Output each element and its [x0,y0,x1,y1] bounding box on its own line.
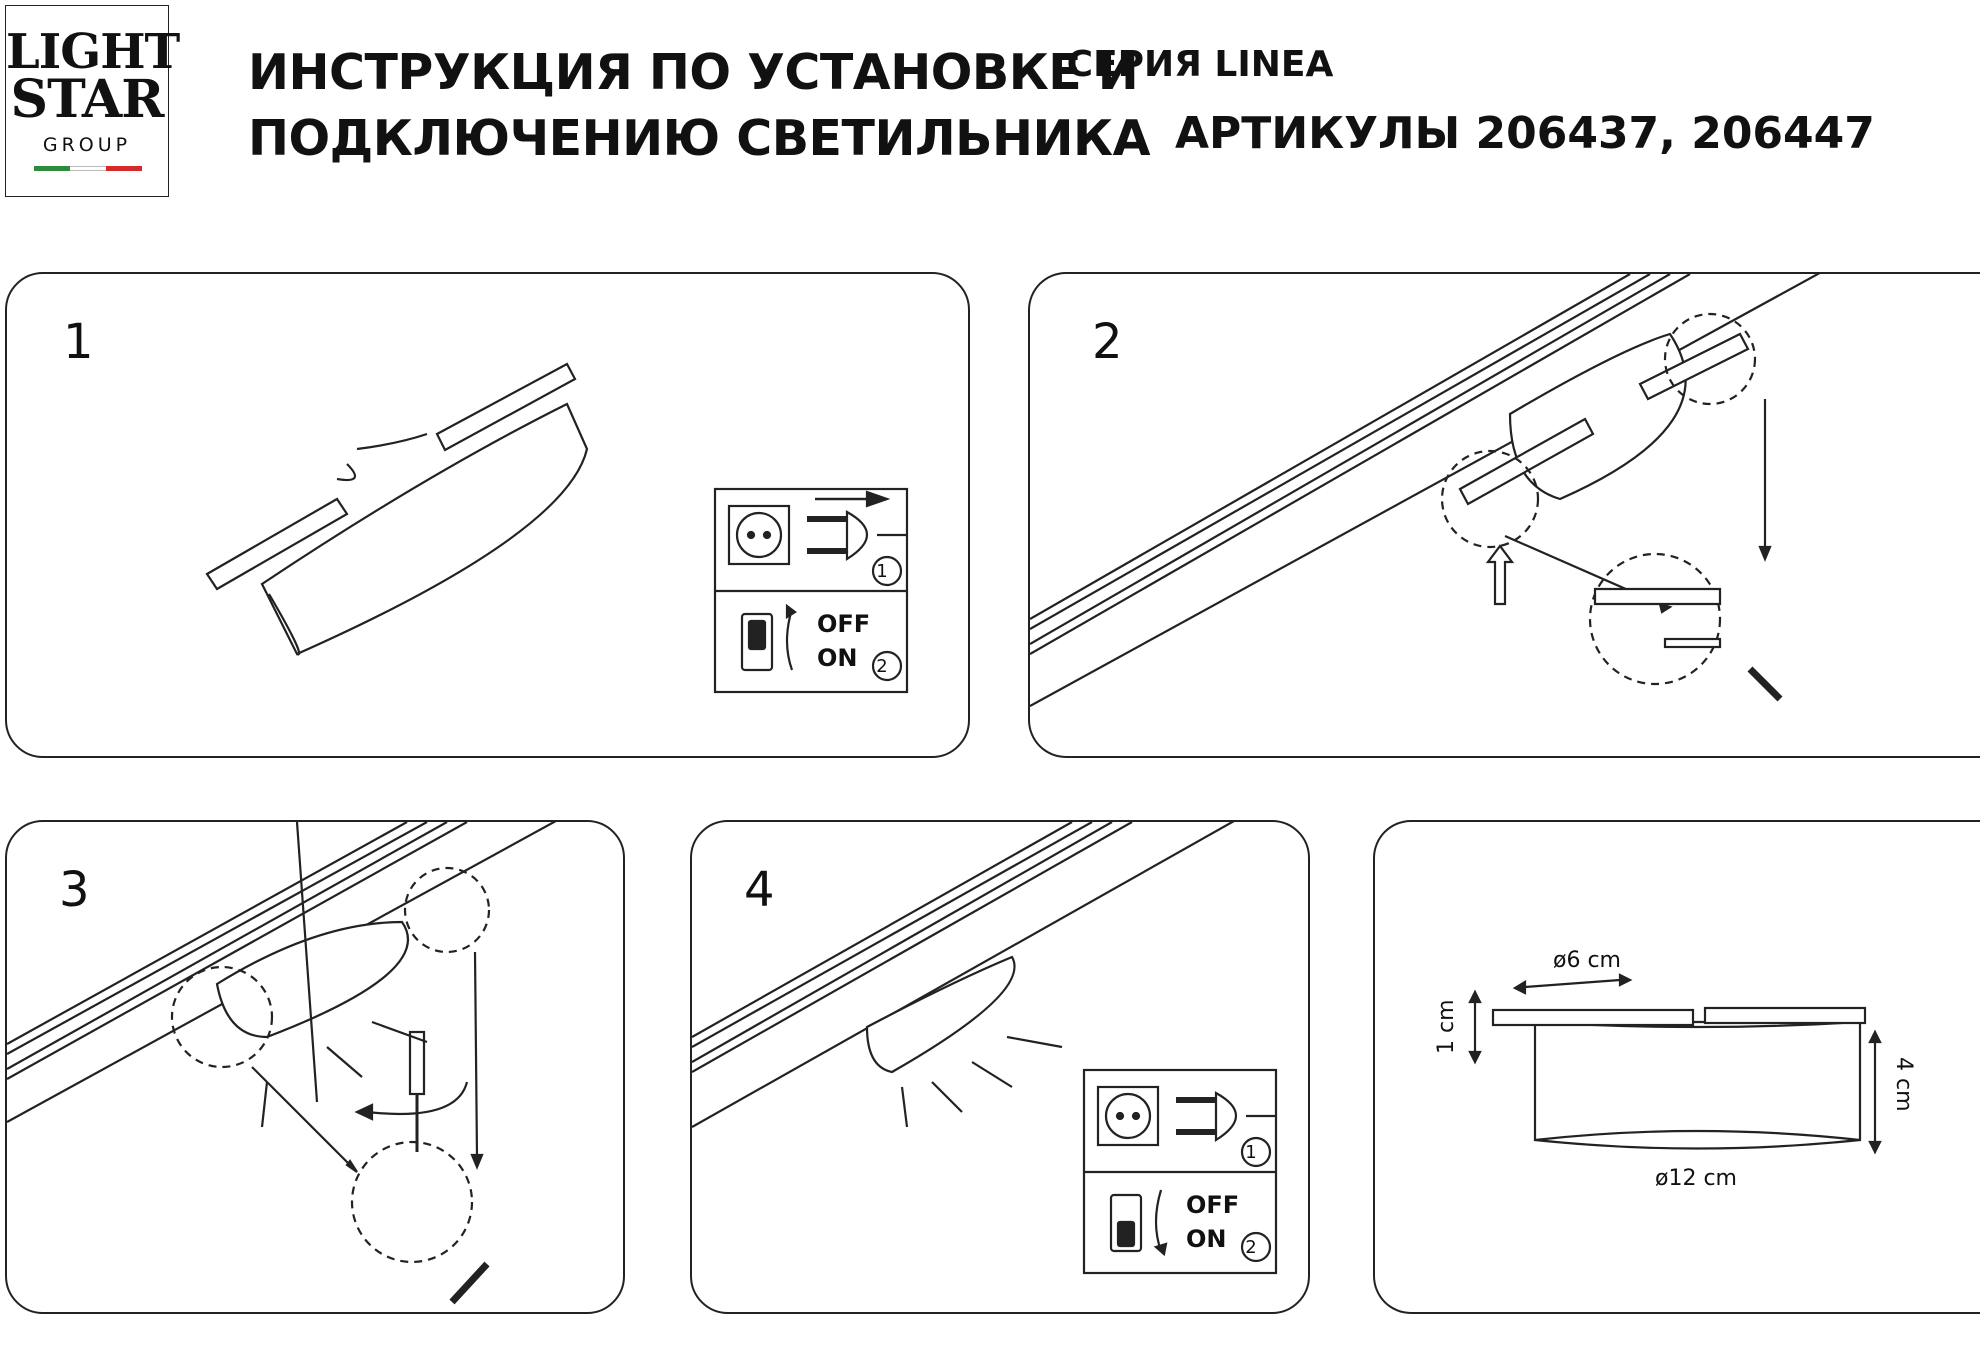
off-label: OFF [817,610,870,638]
articles-label: АРТИКУЛЫ 206437, 206447 [1175,108,1875,159]
detail-circle-right [1663,312,1757,406]
connector-left [205,497,349,591]
detail-circle-zoom [350,1140,474,1264]
lamp-body [865,955,1016,1074]
switch-icon [740,612,774,672]
dimensions-illustration: ø6 cm 1 cm 4 cm ø12 cm [1434,948,1916,1191]
power-box [1082,1068,1278,1275]
connector-right [435,362,577,452]
step-number-1: 1 [63,314,94,370]
step-number-4: 4 [744,862,775,918]
connector-right [1703,1006,1867,1025]
connector-left [1491,1008,1695,1027]
step1-circle [871,555,903,587]
italian-flag-stripe [34,166,142,171]
step2-marker: 2 [1245,1237,1256,1258]
plug-icon [1176,1091,1276,1142]
dim-label-connector-height: 1 cm [1434,999,1459,1054]
step2-circle [871,650,903,682]
step-2-illustration [1030,274,1821,707]
switch-icon [1109,1193,1143,1253]
title-line-1: ИНСТРУКЦИЯ ПО УСТАНОВКЕ И [248,44,1139,101]
step2-circle [1240,1231,1272,1263]
brand-logo: LIGHT STAR GROUP [5,5,180,197]
step-4-illustration: 1 OFF ON 2 [692,822,1278,1275]
lamp-body [260,402,589,656]
step-panel-3: 3 [5,820,625,1314]
step-panel-1: 1 [5,272,970,758]
step-panel-4: 4 [690,820,1310,1314]
step-3-illustration [7,822,557,1305]
lamp-body [1508,332,1687,501]
socket-icon [1096,1085,1160,1147]
series-label: СЕРИЯ LINEA [1066,44,1334,85]
track-rail [7,822,408,1045]
detail-circle-zoom [1588,552,1722,686]
up-arrow [1485,544,1515,606]
logo-word-group: GROUP [42,134,132,156]
step1-marker: 1 [1245,1142,1256,1163]
dim-label-body-diameter: ø12 cm [1655,1166,1737,1191]
dim-label-body-height: 4 cm [1891,1057,1916,1112]
lamp-body [1533,1020,1862,1150]
title-line-2: ПОДКЛЮЧЕНИЮ СВЕТИЛЬНИКА [248,110,1151,167]
step1-marker: 1 [876,561,887,582]
step-number-2: 2 [1092,314,1123,370]
step-panel-2: 2 [1028,272,1980,758]
dim-connector-width [1524,978,1621,989]
detail-circle-left [170,965,274,1069]
detail-circle-right [403,866,491,954]
logo-word-star: STAR [10,69,165,130]
socket-icon [727,504,791,566]
dim-label-connector-diameter: ø6 cm [1553,948,1621,973]
off-label: OFF [1186,1191,1239,1219]
on-label: ON [1186,1225,1227,1253]
track-rail [692,822,1073,1038]
plug-icon [807,510,907,561]
step2-marker: 2 [876,656,887,677]
step-1-illustration: 1 OFF ON 2 [205,362,909,694]
rotate-arrow [366,1081,469,1116]
detail-circle-left [1440,449,1540,549]
step1-circle [1240,1136,1272,1168]
power-box [713,487,909,694]
step-number-3: 3 [59,862,90,918]
dimensions-panel: ø6 cm 1 cm 4 cm ø12 cm [1373,820,1980,1314]
logo-word-light: LIGHT [6,24,180,80]
document-title: ИНСТРУКЦИЯ ПО УСТАНОВКЕ И ПОДКЛЮЧЕНИЮ СВ… [248,40,1151,172]
on-label: ON [817,644,858,672]
track-rail [1030,274,1631,620]
lamp-body [215,920,409,1039]
